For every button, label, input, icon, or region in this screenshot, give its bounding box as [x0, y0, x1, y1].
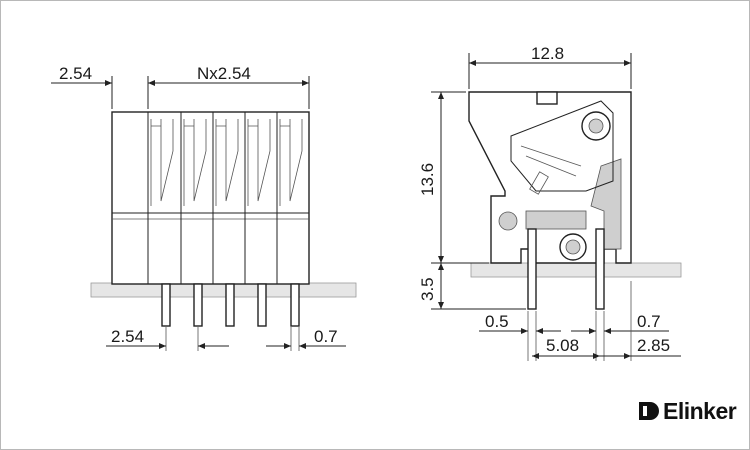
dim-pin-offset: 2.85	[637, 336, 670, 355]
dim-pin-spacing: 5.08	[546, 336, 579, 355]
front-housing	[111, 111, 310, 285]
front-levers	[150, 119, 303, 206]
side-pcb-board	[470, 262, 682, 278]
side-pin-left	[527, 228, 537, 310]
dim-pin-length: 3.5	[418, 277, 437, 301]
front-view: 2.54 Nx2.54 2.54 0.7	[51, 64, 357, 351]
front-pins	[161, 283, 300, 327]
elinker-logo-icon	[639, 402, 659, 420]
brand-logo: Elinker	[637, 397, 737, 425]
dim-total-pitch: Nx2.54	[197, 64, 251, 83]
side-clamp	[525, 210, 587, 230]
dim-pin-thickness: 0.5	[485, 312, 509, 331]
front-pole-dividers	[147, 112, 278, 284]
side-pin-right	[595, 228, 605, 310]
dim-pin-width: 0.7	[314, 327, 338, 346]
brand-name: Elinker	[663, 397, 737, 424]
dim-height: 13.6	[418, 163, 437, 196]
dim-pin-right-thickness: 0.7	[637, 312, 661, 331]
left-hole-circle	[498, 211, 518, 231]
front-pcb-board	[90, 282, 357, 298]
dim-left-pitch: 2.54	[59, 64, 92, 83]
side-view: 12.8 13.6 3.5 0.5 0.7 5.08 2.85	[418, 44, 682, 361]
dim-width: 12.8	[531, 44, 564, 63]
dim-bottom-pitch: 2.54	[111, 327, 144, 346]
